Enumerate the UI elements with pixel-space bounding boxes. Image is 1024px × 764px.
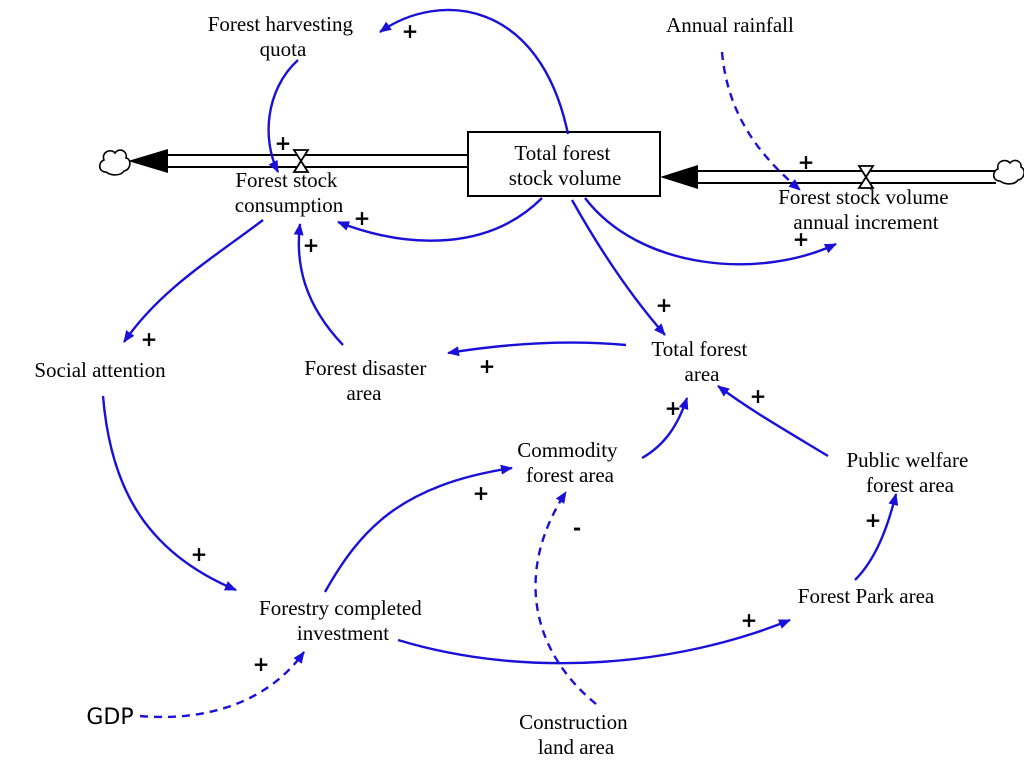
- link-construction-to-commodity: [534, 491, 597, 705]
- polarity-construction-to-commodity: -: [573, 516, 581, 540]
- polarity-welfare-to-total-area: +: [750, 384, 767, 408]
- outflow-pipe: [98, 149, 468, 176]
- polarity-quota-to-consumption: +: [275, 131, 292, 155]
- var-investment: Forestry completed investment: [259, 596, 427, 645]
- var-harvest-quota: Forest harvesting quota: [208, 12, 358, 61]
- polarity-gdp-to-investment: +: [253, 652, 270, 676]
- polarity-stock-to-quota: +: [402, 19, 419, 43]
- link-park-to-welfare: [854, 493, 899, 581]
- inflow-pipe: [660, 159, 1024, 189]
- polarity-total-area-to-disaster: +: [479, 354, 496, 378]
- var-public-welfare-area: Public welfare forest area: [846, 448, 973, 497]
- var-annual-rainfall: Annual rainfall: [666, 13, 794, 37]
- inflow-arrowhead: [660, 165, 698, 189]
- polarity-disaster-to-consumption: +: [303, 233, 320, 257]
- link-stock-to-consumption: [337, 197, 543, 242]
- var-disaster-area: Forest disaster area: [304, 356, 431, 405]
- polarity-commodity-to-total-area: +: [665, 396, 682, 420]
- link-stock-to-increment: [584, 197, 837, 266]
- polarity-investment-to-park: +: [741, 608, 758, 632]
- link-stock-to-quota: [379, 8, 570, 135]
- var-total-stock: Total forest stock volume: [509, 141, 622, 190]
- var-construction-area: Construction land area: [519, 710, 633, 759]
- link-commodity-to-total-area: [641, 397, 689, 460]
- increment-valve-icon: [857, 165, 875, 189]
- cloud-source-icon: [992, 159, 1024, 185]
- polarity-social-to-investment: +: [191, 542, 208, 566]
- var-commodity-area: Commodity forest area: [517, 438, 623, 487]
- link-rainfall-to-increment: [720, 51, 801, 191]
- polarity-consumption-to-social: +: [141, 327, 158, 351]
- var-stock-increment: Forest stock volume annual increment: [778, 185, 954, 234]
- var-gdp: GDP: [86, 705, 133, 730]
- link-quota-to-consumption: [267, 59, 299, 173]
- link-investment-to-park: [397, 618, 791, 665]
- total-stock-box: [467, 131, 661, 197]
- link-investment-to-commodity: [323, 464, 513, 593]
- var-park-area: Forest Park area: [798, 584, 935, 608]
- link-disaster-to-consumption: [293, 223, 344, 346]
- link-welfare-to-total-area: [717, 385, 829, 458]
- var-total-area: Total forest area: [651, 337, 752, 386]
- link-consumption-to-social: [123, 219, 264, 343]
- polarity-stock-to-increment: +: [793, 227, 810, 251]
- link-social-to-investment: [101, 395, 237, 592]
- link-stock-to-total-area: [570, 199, 666, 336]
- link-gdp-to-investment: [139, 651, 305, 719]
- polarity-investment-to-commodity: +: [473, 481, 490, 505]
- polarity-stock-to-consumption: +: [354, 206, 371, 230]
- var-stock-consumption: Forest stock consumption: [235, 168, 344, 217]
- consumption-valve-icon: [292, 149, 310, 173]
- outflow-arrowhead: [128, 149, 168, 173]
- var-social-attention: Social attention: [34, 358, 166, 382]
- cloud-sink-icon: [98, 149, 131, 176]
- polarity-park-to-welfare: +: [865, 508, 882, 532]
- polarity-stock-to-total-area: +: [656, 293, 673, 317]
- link-total-area-to-disaster: [447, 341, 627, 357]
- polarity-rainfall-to-increment: +: [798, 150, 815, 174]
